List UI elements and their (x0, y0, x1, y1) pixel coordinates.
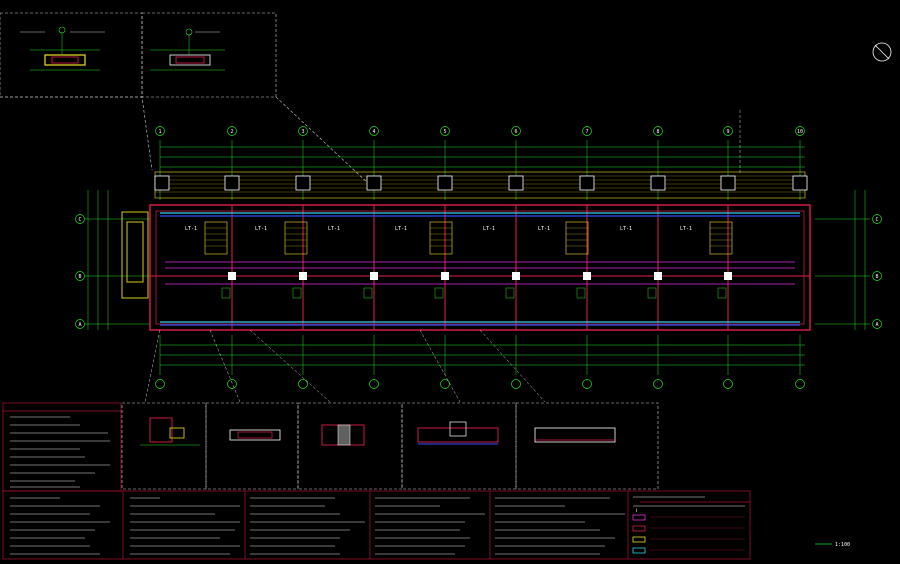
axis-label-B-right: B (875, 274, 878, 280)
axis-bubbles-bottom (155, 379, 805, 389)
door-marks (221, 287, 727, 299)
detail-1 (20, 26, 105, 71)
bottom-detail-windows (121, 402, 659, 490)
stairs (204, 221, 733, 255)
grid-columns (228, 272, 732, 280)
axis-label-10: 10 (797, 129, 803, 135)
corridor-lines (165, 261, 795, 285)
scale-text: 1:100 (835, 542, 850, 548)
axis-label-2: 2 (230, 129, 233, 135)
axis-label-B-left: B (78, 274, 81, 280)
axis-label-A-right: A (875, 322, 878, 328)
detail-leaders (144, 110, 741, 403)
stair-label: LT-1 (395, 226, 407, 232)
side-dimension-lines (85, 190, 870, 330)
note-text-lines (10, 416, 745, 555)
axis-label-8: 8 (656, 129, 659, 135)
legend-swatches (632, 514, 646, 554)
stair-label: LT-1 (620, 226, 632, 232)
bottom-dimension-lines (159, 335, 805, 375)
stair-label: LT-1 (680, 226, 692, 232)
stair-label: LT-1 (538, 226, 550, 232)
stair-label: LT-1 (185, 226, 197, 232)
left-annex (121, 211, 149, 299)
top-dimension-lines (159, 140, 805, 200)
axis-bubbles-top (155, 126, 805, 136)
stair-label: LT-1 (483, 226, 495, 232)
detail-2 (150, 28, 225, 71)
axis-label-A-left: A (78, 322, 81, 328)
axis-label-4: 4 (372, 129, 375, 135)
axis-labels: 1 2 3 4 5 6 7 8 9 10 C B A C B A (78, 129, 878, 328)
balcony-columns (154, 175, 808, 191)
axis-bubbles-side (75, 214, 882, 329)
axis-label-7: 7 (585, 129, 588, 135)
axis-label-C-right: C (875, 217, 878, 223)
axis-label-5: 5 (443, 129, 446, 135)
axis-label-3: 3 (301, 129, 304, 135)
notes-table-left (2, 402, 122, 492)
notes-table-bottom (2, 490, 751, 560)
bottom-details-content (140, 417, 616, 446)
stair-labels: LT-1 LT-1 LT-1 LT-1 LT-1 LT-1 LT-1 LT-1 (185, 226, 692, 232)
notes-title: Ⅰ (636, 508, 637, 514)
axis-label-C-left: C (78, 217, 81, 223)
stair-label: LT-1 (255, 226, 267, 232)
legend-bars (650, 516, 745, 551)
balcony-strip (154, 171, 806, 199)
building-walls (149, 204, 811, 331)
window-lines (160, 212, 800, 326)
axis-label-6: 6 (514, 129, 517, 135)
top-detail-windows (0, 12, 371, 186)
stair-label: LT-1 (328, 226, 340, 232)
north-arrow-icon (872, 42, 892, 62)
axis-label-1: 1 (158, 129, 161, 135)
axis-label-9: 9 (726, 129, 729, 135)
